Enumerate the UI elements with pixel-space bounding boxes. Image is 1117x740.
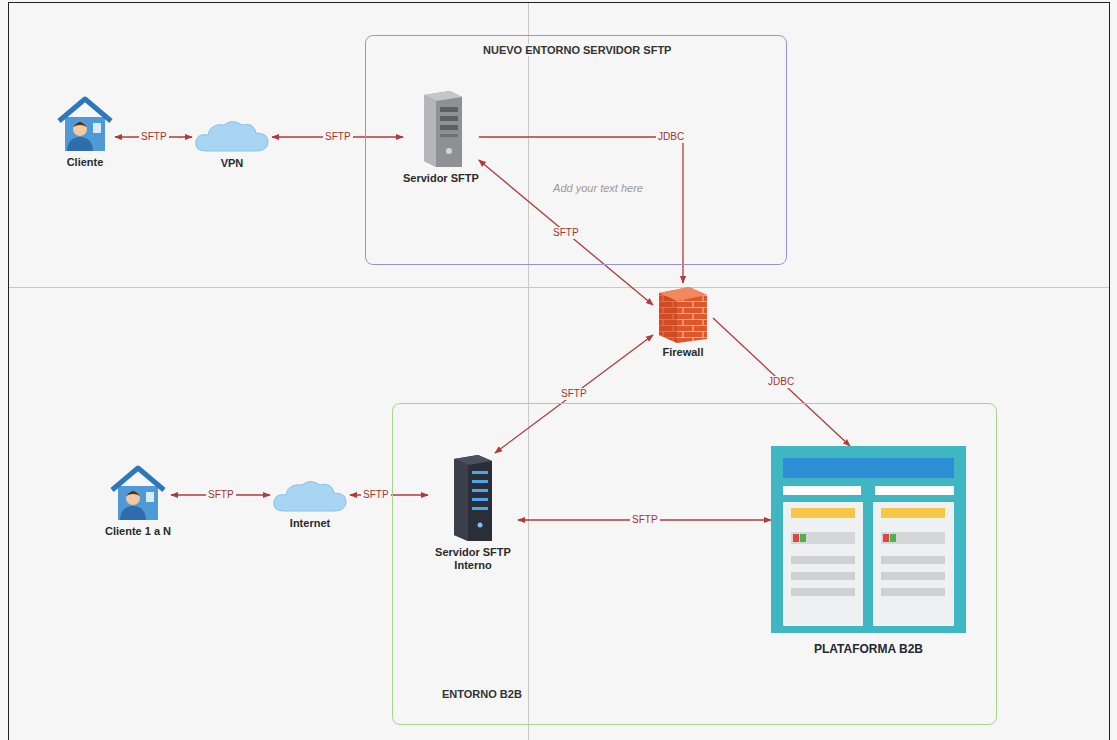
server-icon <box>410 89 472 169</box>
edge-label: JDBC <box>656 131 686 143</box>
edge-label: SFTP <box>551 227 581 239</box>
cloud-node: VPN <box>192 118 272 170</box>
cloud-icon <box>270 478 350 514</box>
connector <box>479 137 683 283</box>
node-label: Internet <box>290 517 330 530</box>
connector <box>495 335 653 453</box>
edge-label: SFTP <box>361 489 391 501</box>
platform-node: PLATAFORMA B2B <box>771 446 966 656</box>
connector <box>713 318 850 446</box>
firewall-node: Firewall <box>653 283 713 359</box>
server-node: Servidor SFTP <box>403 89 479 185</box>
b2b-environment-group: ENTORNO B2B Servidor SFTP InternoPLATAFOR… <box>392 403 997 725</box>
server-node: Servidor SFTP Interno <box>428 453 518 572</box>
cloud-node: Internet <box>270 478 350 530</box>
node-label: PLATAFORMA B2B <box>814 643 923 656</box>
node-label: Servidor SFTP Interno <box>428 546 518 572</box>
frame <box>9 3 1110 740</box>
edge-label: SFTP <box>139 131 169 143</box>
group-title: ENTORNO B2B <box>439 688 525 700</box>
placeholder-note: Add your text here <box>552 182 644 195</box>
client-icon <box>55 93 115 153</box>
client-node: Cliente 1 a N <box>105 462 171 538</box>
internal-server-icon <box>448 453 498 543</box>
group-title: NUEVO ENTORNO SERVIDOR SFTP <box>480 44 674 56</box>
node-label: Firewall <box>663 346 704 359</box>
client-icon <box>108 462 168 522</box>
connector <box>479 160 653 305</box>
edge-label: SFTP <box>559 388 589 400</box>
firewall-icon <box>653 283 713 343</box>
guide-line <box>9 287 1109 288</box>
edge-label: SFTP <box>323 131 353 143</box>
guide-line <box>528 3 529 740</box>
node-label: VPN <box>221 157 244 170</box>
client-node: Cliente <box>55 93 115 169</box>
platform-illustration <box>771 446 966 633</box>
cloud-icon <box>192 118 272 154</box>
edge-label: SFTP <box>206 489 236 501</box>
edge-label: JDBC <box>766 376 796 388</box>
node-label: Cliente <box>67 156 104 169</box>
edge-label: SFTP <box>630 514 660 526</box>
node-label: Cliente 1 a N <box>105 525 171 538</box>
node-label: Servidor SFTP <box>403 172 479 185</box>
